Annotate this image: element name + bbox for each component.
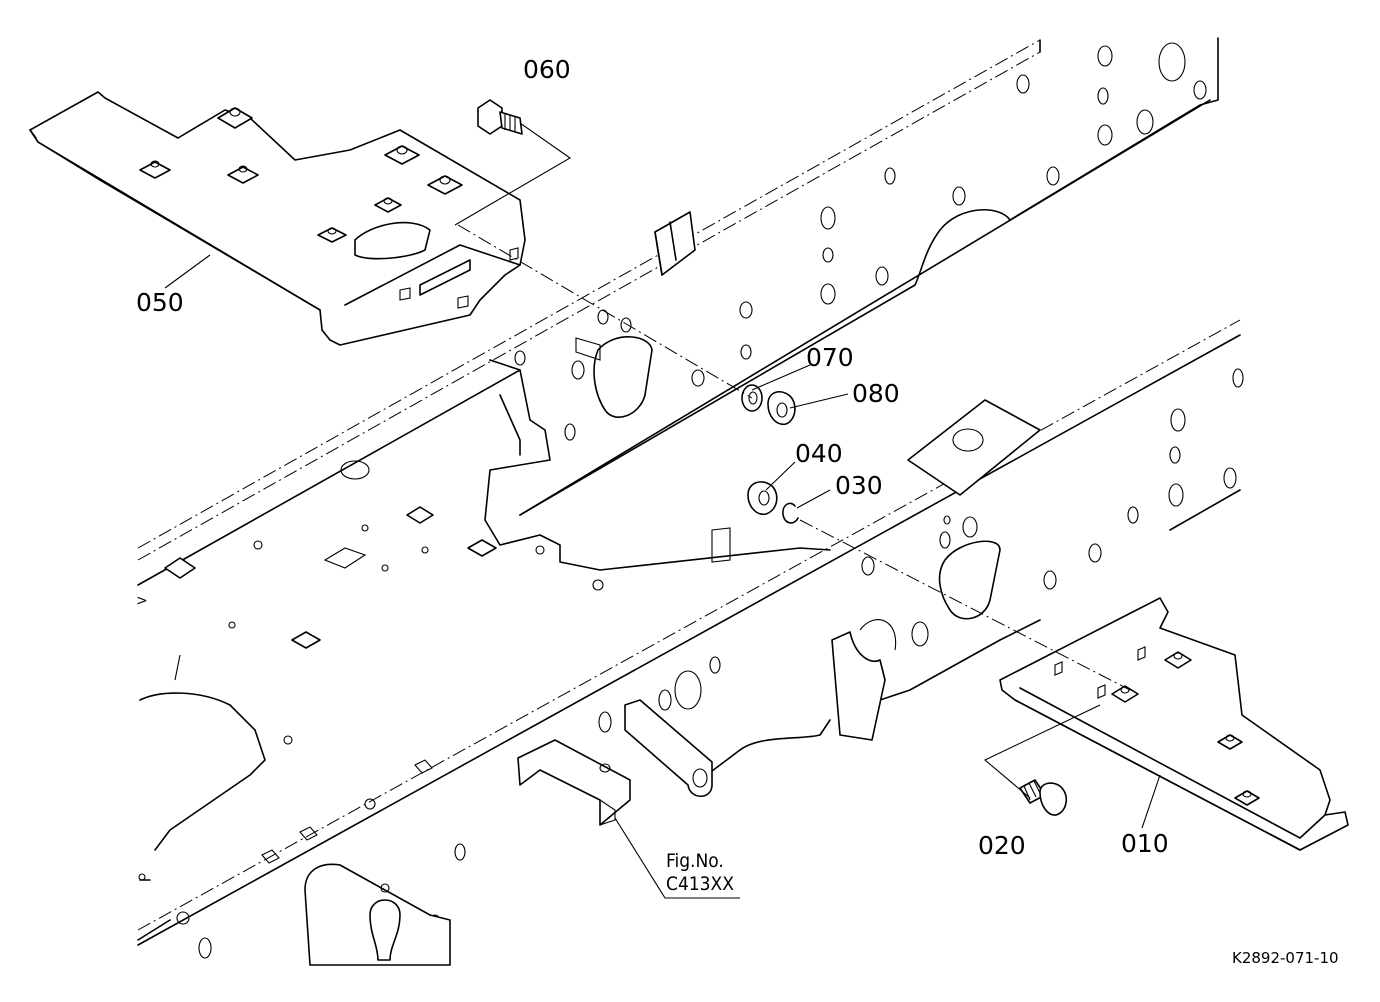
nut-040 xyxy=(747,481,778,516)
callout-060: 060 xyxy=(523,55,571,84)
bolt-060 xyxy=(477,99,523,135)
callout-030: 030 xyxy=(835,471,883,500)
floor-panel: > xyxy=(136,359,831,864)
figure-reference[interactable]: Fig.No. C413XX xyxy=(666,850,734,896)
callout-010: 010 xyxy=(1121,829,1169,858)
bracket-050 xyxy=(29,91,526,346)
callout-050: 050 xyxy=(136,288,184,317)
nut-080 xyxy=(767,391,796,426)
lower-frame-rail xyxy=(137,319,1244,966)
figure-reference-number: C413XX xyxy=(666,872,734,895)
washer-030 xyxy=(782,502,799,524)
upper-frame-rail xyxy=(137,37,1219,586)
svg-text:>: > xyxy=(136,593,148,609)
callout-070: 070 xyxy=(806,343,854,372)
assembly-center-lines xyxy=(457,224,1131,691)
bolt-020 xyxy=(1019,779,1068,816)
callout-040: 040 xyxy=(795,439,843,468)
callout-080: 080 xyxy=(852,379,900,408)
drawing-id: K2892-071-10 xyxy=(1232,949,1339,967)
callout-020: 020 xyxy=(978,831,1026,860)
leader-lines xyxy=(164,122,1161,899)
figure-reference-label: Fig.No. xyxy=(666,850,724,872)
bracket-010 xyxy=(999,597,1349,851)
